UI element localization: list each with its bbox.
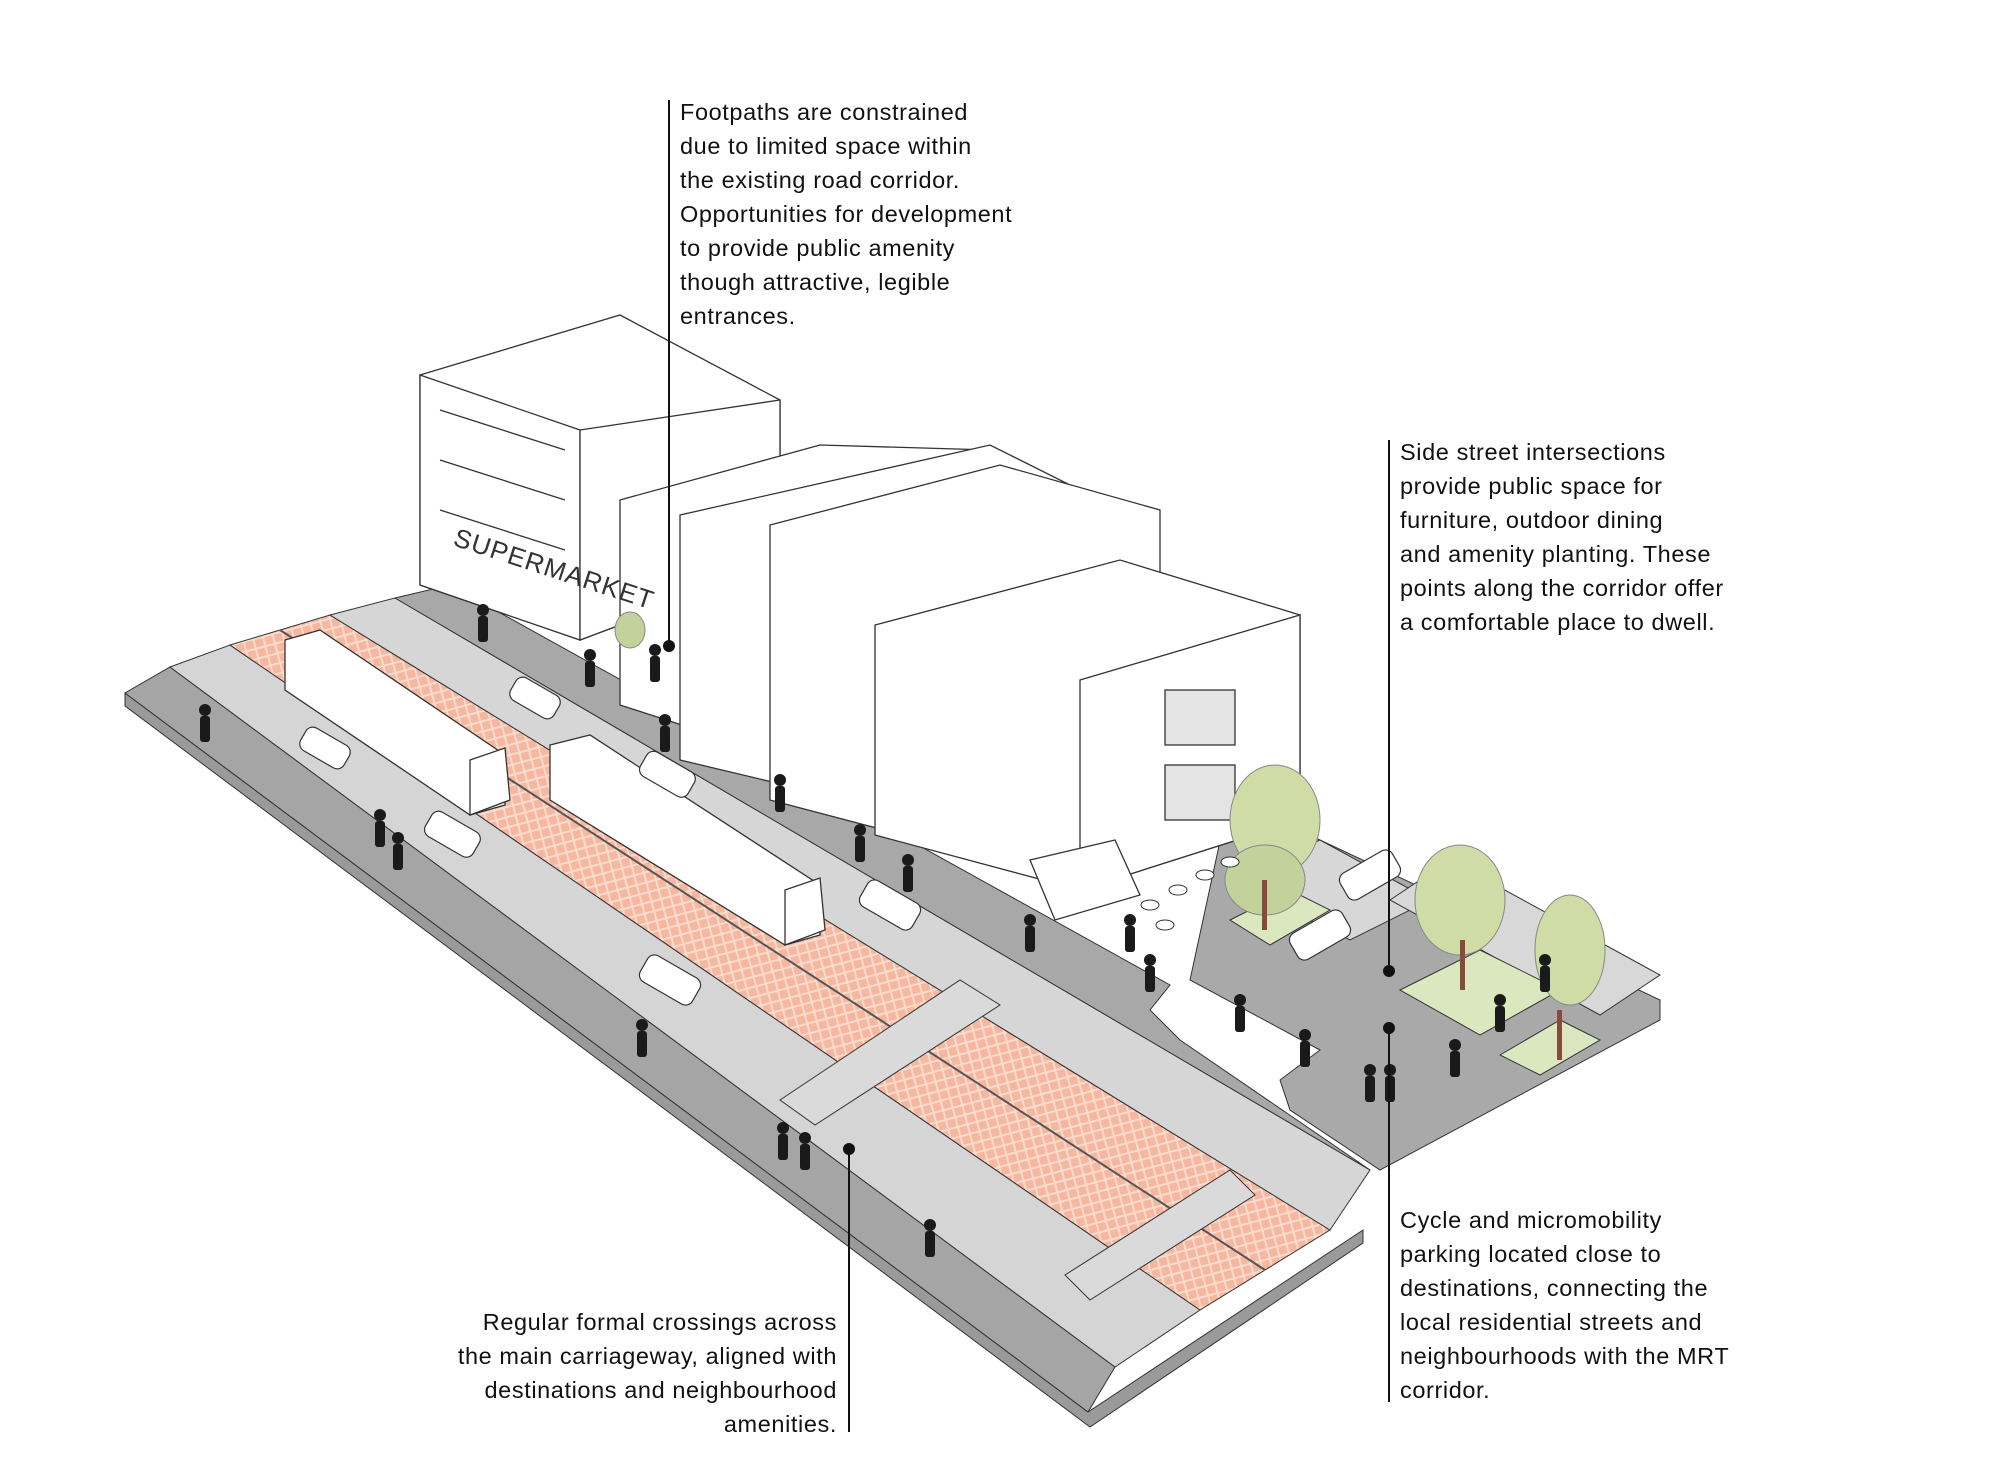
leader-line-footpaths — [668, 100, 670, 645]
annotation-line: the main carriageway, aligned with — [457, 1343, 837, 1369]
car — [299, 726, 351, 770]
car — [509, 676, 561, 720]
annotation-line: the existing road corridor. — [680, 167, 961, 193]
leader-line-crossings — [848, 1150, 850, 1432]
outdoor-dining — [1140, 856, 1240, 931]
annotation-line: Side street intersections — [1400, 439, 1666, 465]
leader-line-cycle — [1388, 1030, 1390, 1402]
car — [423, 810, 481, 858]
annotation-line: to provide public amenity — [680, 235, 955, 261]
annotation-line: a comfortable place to dwell. — [1400, 609, 1716, 635]
cars — [299, 676, 1402, 1006]
tram-left — [284, 629, 511, 816]
annotation-side-street: Side street intersections provide public… — [1400, 435, 1724, 639]
car — [638, 954, 702, 1006]
annotation-line: destinations and neighbourhood — [484, 1377, 837, 1403]
crossings — [779, 979, 1256, 1301]
leader-dot-cycle — [1383, 1022, 1395, 1034]
tram-right — [549, 734, 826, 946]
annotation-line: destinations, connecting the — [1400, 1275, 1709, 1301]
annotation-line: though attractive, legible — [680, 269, 951, 295]
annotation-line: due to limited space within — [680, 133, 972, 159]
annotation-line: furniture, outdoor dining — [1400, 507, 1664, 533]
annotation-line: parking located close to — [1400, 1241, 1662, 1267]
leader-dot-side-street — [1383, 965, 1395, 977]
annotation-line: amenities. — [723, 1411, 837, 1437]
leader-dot-footpaths — [663, 640, 675, 652]
leader-line-side-street — [1388, 440, 1390, 970]
annotation-line: Cycle and micromobility — [1400, 1207, 1662, 1233]
car — [1288, 909, 1352, 961]
leader-dot-crossings — [843, 1143, 855, 1155]
annotation-footpaths: Footpaths are constrained due to limited… — [680, 95, 1012, 333]
annotation-line: points along the corridor offer — [1400, 575, 1724, 601]
car — [638, 750, 696, 798]
car — [1338, 849, 1402, 901]
people — [199, 604, 1551, 1257]
annotation-line: corridor. — [1400, 1377, 1491, 1403]
annotation-line: local residential streets and — [1400, 1309, 1703, 1335]
annotation-line: Footpaths are constrained — [680, 99, 969, 125]
annotation-line: and amenity planting. These — [1400, 541, 1712, 567]
annotation-line: entrances. — [680, 303, 796, 329]
car — [858, 879, 922, 931]
buildings — [419, 314, 1301, 921]
annotation-cycle: Cycle and micromobility parking located … — [1400, 1203, 1729, 1407]
trees — [614, 611, 1606, 1060]
annotation-line: Opportunities for development — [680, 201, 1013, 227]
annotation-line: Regular formal crossings across — [482, 1309, 837, 1335]
annotation-line: provide public space for — [1400, 473, 1663, 499]
annotation-line: neighbourhoods with the MRT — [1400, 1343, 1730, 1369]
annotation-crossings: Regular formal crossings across the main… — [458, 1305, 837, 1441]
